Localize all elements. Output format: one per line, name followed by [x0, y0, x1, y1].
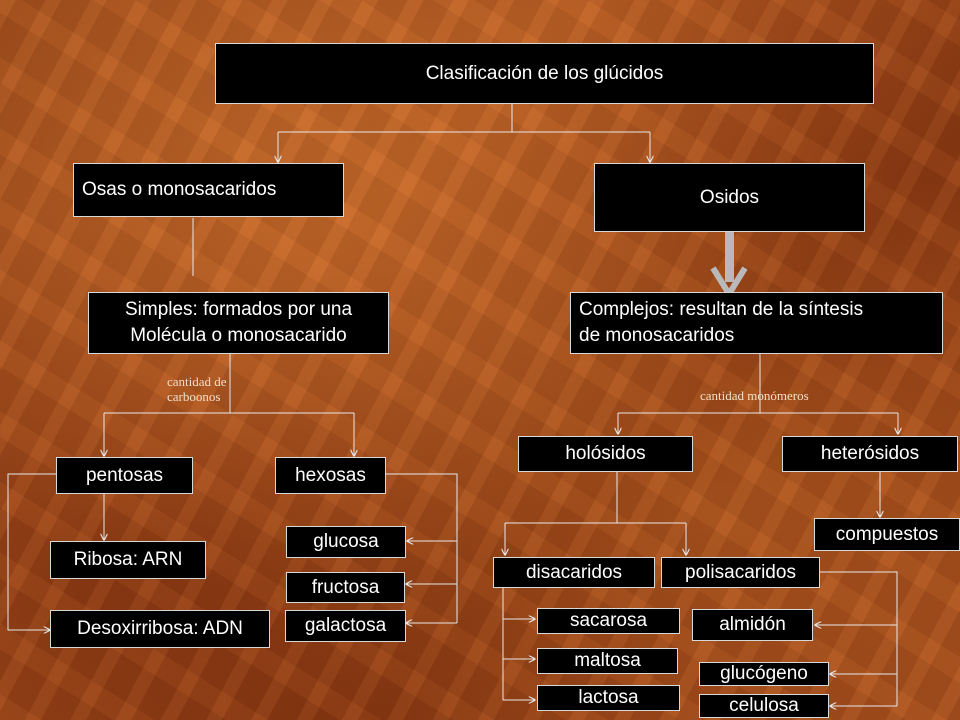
glucogeno-label: glucógeno — [720, 663, 808, 685]
osidos-box: Osidos — [594, 163, 865, 232]
galactosa-box: galactosa — [285, 610, 406, 642]
simples-line1: Simples: formados por una — [124, 299, 353, 321]
title-connector — [277, 104, 651, 163]
holosidos-box: holósidos — [518, 436, 693, 472]
lactosa-label: lactosa — [578, 687, 639, 709]
lactosa-box: lactosa — [537, 685, 680, 711]
complejos-line2: de monosacaridos — [579, 325, 735, 346]
desoxirribosa-label: Desoxirribosa: ADN — [77, 618, 243, 640]
fructosa-label: fructosa — [311, 576, 380, 598]
compuestos-box: compuestos — [814, 518, 960, 551]
holosidos-label: holósidos — [565, 443, 646, 465]
complejos-connector — [618, 354, 898, 414]
osas-box: Osas o monosacaridos — [73, 163, 344, 217]
celulosa-label: celulosa — [729, 695, 799, 717]
carbonos-label: cantidad de carboonos — [167, 374, 227, 405]
compuestos-label: compuestos — [835, 523, 939, 545]
complejos-box: Complejos: resultan de la síntesis de mo… — [570, 292, 943, 354]
fructosa-box: fructosa — [286, 572, 405, 603]
simples-box: Simples: formados por una Molécula o mon… — [88, 292, 389, 354]
maltosa-box: maltosa — [537, 648, 678, 674]
sacarosa-box: sacarosa — [537, 608, 680, 634]
monomeros-label: cantidad monómeros — [700, 388, 809, 403]
celulosa-box: celulosa — [699, 694, 829, 718]
carbonos-label-line1: cantidad de — [167, 374, 227, 389]
almidon-label: almidón — [719, 614, 786, 636]
disacaridos-label: disacaridos — [525, 561, 623, 583]
simples-connector — [104, 354, 354, 414]
osas-label: Osas o monosacaridos — [82, 179, 277, 201]
heterosidos-label: heterósidos — [820, 443, 920, 465]
osidos-down-arrow — [710, 232, 748, 300]
glucosa-label: glucosa — [313, 531, 379, 553]
osidos-label: Osidos — [699, 186, 760, 208]
page-title: Clasificación de los glúcidos — [425, 62, 664, 84]
pentosas-label: pentosas — [85, 464, 164, 486]
desoxirribosa-box: Desoxirribosa: ADN — [50, 610, 270, 648]
polisacaridos-box: polisacaridos — [661, 557, 820, 588]
disacaridos-box: disacaridos — [493, 557, 655, 588]
maltosa-label: maltosa — [574, 650, 641, 672]
galactosa-label: galactosa — [304, 615, 387, 637]
ribosa-label: Ribosa: ARN — [73, 549, 183, 571]
sacarosa-label: sacarosa — [569, 610, 648, 632]
hexosas-label: hexosas — [295, 464, 366, 486]
title-box: Clasificación de los glúcidos — [215, 43, 874, 104]
carbonos-label-line2: carboonos — [167, 388, 221, 404]
simples-line2: Molécula o monosacarido — [130, 325, 347, 346]
ribosa-box: Ribosa: ARN — [50, 541, 206, 579]
hexosas-box: hexosas — [275, 457, 386, 494]
pentosas-box: pentosas — [56, 457, 193, 494]
complejos-line1: Complejos: resultan de la síntesis — [579, 299, 864, 321]
glucosa-box: glucosa — [286, 526, 406, 558]
heterosidos-box: heterósidos — [782, 436, 958, 472]
glucogeno-box: glucógeno — [699, 662, 829, 686]
almidon-box: almidón — [692, 609, 813, 641]
polisacaridos-label: polisacaridos — [685, 561, 796, 583]
